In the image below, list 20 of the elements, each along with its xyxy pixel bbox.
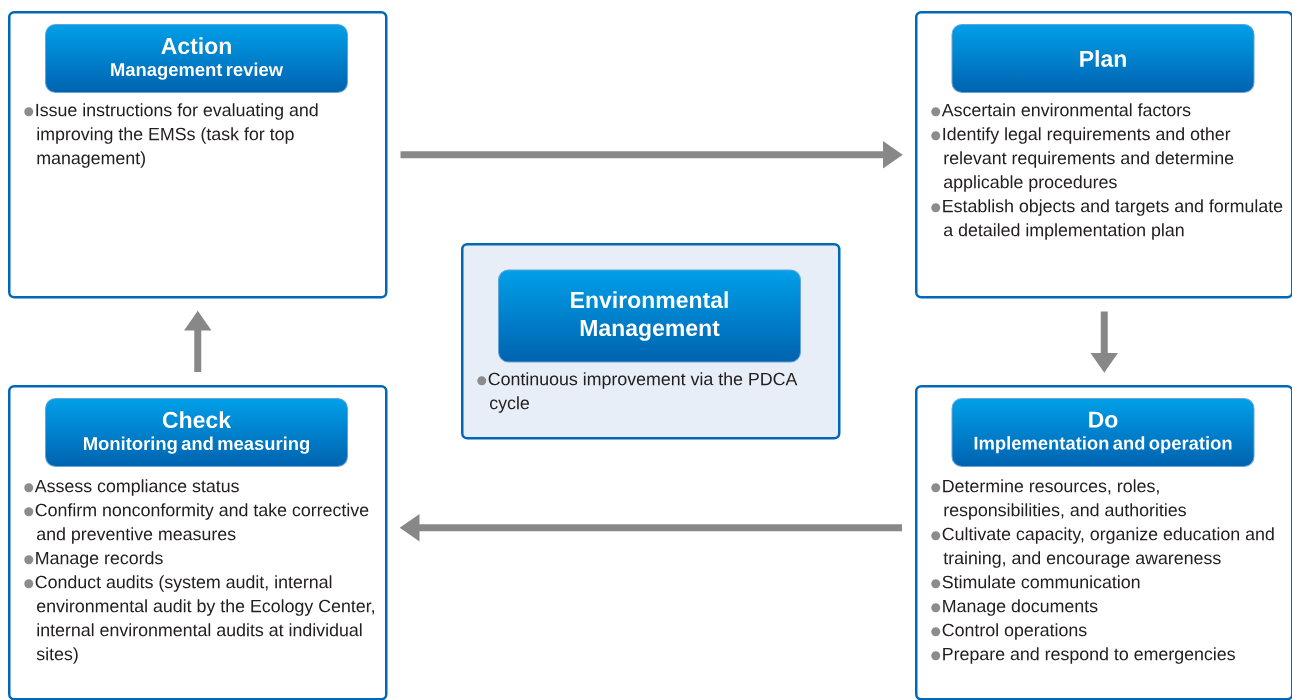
bullet-item: Manage documents (931, 599, 1098, 616)
bullet-item: Stimulate communication (931, 575, 1140, 589)
bullet-item: Identify legal requirements and other relevant requirements and determine applicable procedures (931, 127, 1234, 192)
heading-banner: Plan (951, 24, 1255, 93)
bullet-item: Prepare and respond to emergencies (931, 647, 1235, 664)
bullet-item: Determine resources, roles, responsibilities, and authorities (931, 479, 1186, 520)
bullet-item: Control operations (931, 623, 1087, 640)
bullet-item: Ascertain environmental factors (931, 103, 1191, 117)
bullet-item: Manage records (24, 551, 163, 568)
bullet-item: Conduct audits (system audit, internal environmental audit by the Ecology Center, internal environmental audits at individual sites) (24, 575, 374, 664)
bullet-item: Establish objects and targets and formulate a detailed implementation plan (931, 199, 1283, 240)
bullet-item: Continuous improvement via the PDCA cycle (477, 372, 798, 413)
heading-banner: Do Implementation and operation (951, 398, 1255, 467)
heading-banner: Check Monitoring and measuring (45, 398, 348, 467)
heading-banner: Action Management review (45, 24, 348, 93)
bullet-item: Confirm nonconformity and take corrective and preventive measures (24, 503, 369, 544)
heading-banner: Environmental Management (498, 269, 801, 363)
bullet-item: Cultivate capacity, organize education and training, and encourage awareness (931, 527, 1274, 568)
bullet-item: Assess compliance status (24, 479, 239, 496)
bullet-item: Issue instructions for evaluating and improving the EMSs (task for top management) (24, 103, 318, 168)
